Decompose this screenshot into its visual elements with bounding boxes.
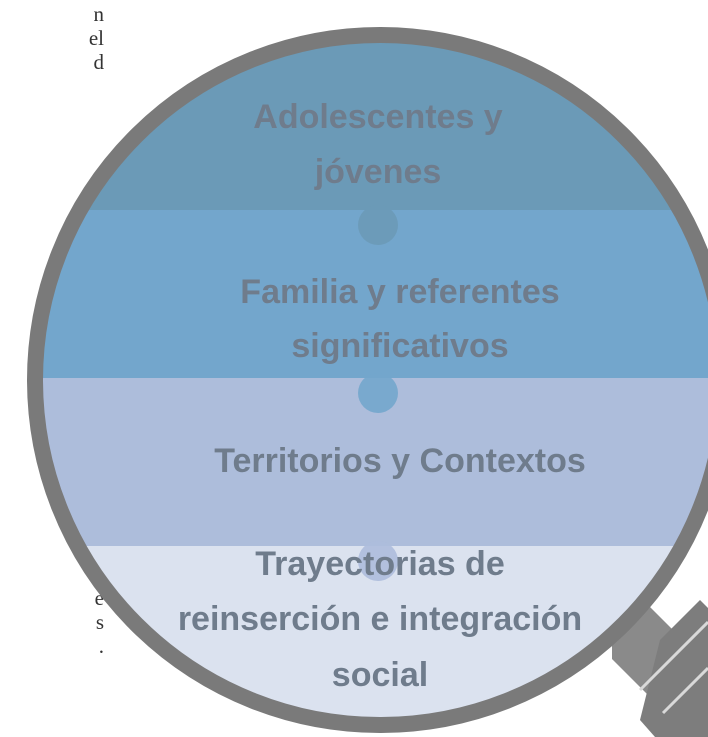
layer-label-4-line-1: Trayectorias de	[255, 545, 504, 583]
margin-line: e	[94, 586, 104, 610]
magnifier-ring	[27, 27, 708, 733]
margin-line: n	[93, 2, 105, 26]
connector-knob	[358, 205, 398, 245]
magnifier-handle	[612, 600, 708, 737]
layer-label-1-line-2: jóvenes	[314, 153, 442, 191]
layer-label-4-line-2: reinserción e integración	[178, 600, 582, 638]
layer-label-2-line-1: Familia y referentes	[240, 273, 559, 311]
connector-knob	[358, 541, 398, 581]
margin-line: el	[88, 26, 104, 50]
layer-label-3: Territorios y Contextos	[214, 442, 586, 480]
margin-text-block-1: n el d	[0, 2, 104, 74]
margin-line: d	[93, 50, 105, 74]
connector-knob	[358, 373, 398, 413]
margin-line: s	[95, 610, 104, 634]
layer-label-2-line-2: significativos	[291, 327, 508, 365]
layer-label-4-line-3: social	[332, 656, 428, 694]
margin-line: .	[98, 634, 104, 658]
layer-label-1-line-1: Adolescentes y	[253, 98, 503, 136]
